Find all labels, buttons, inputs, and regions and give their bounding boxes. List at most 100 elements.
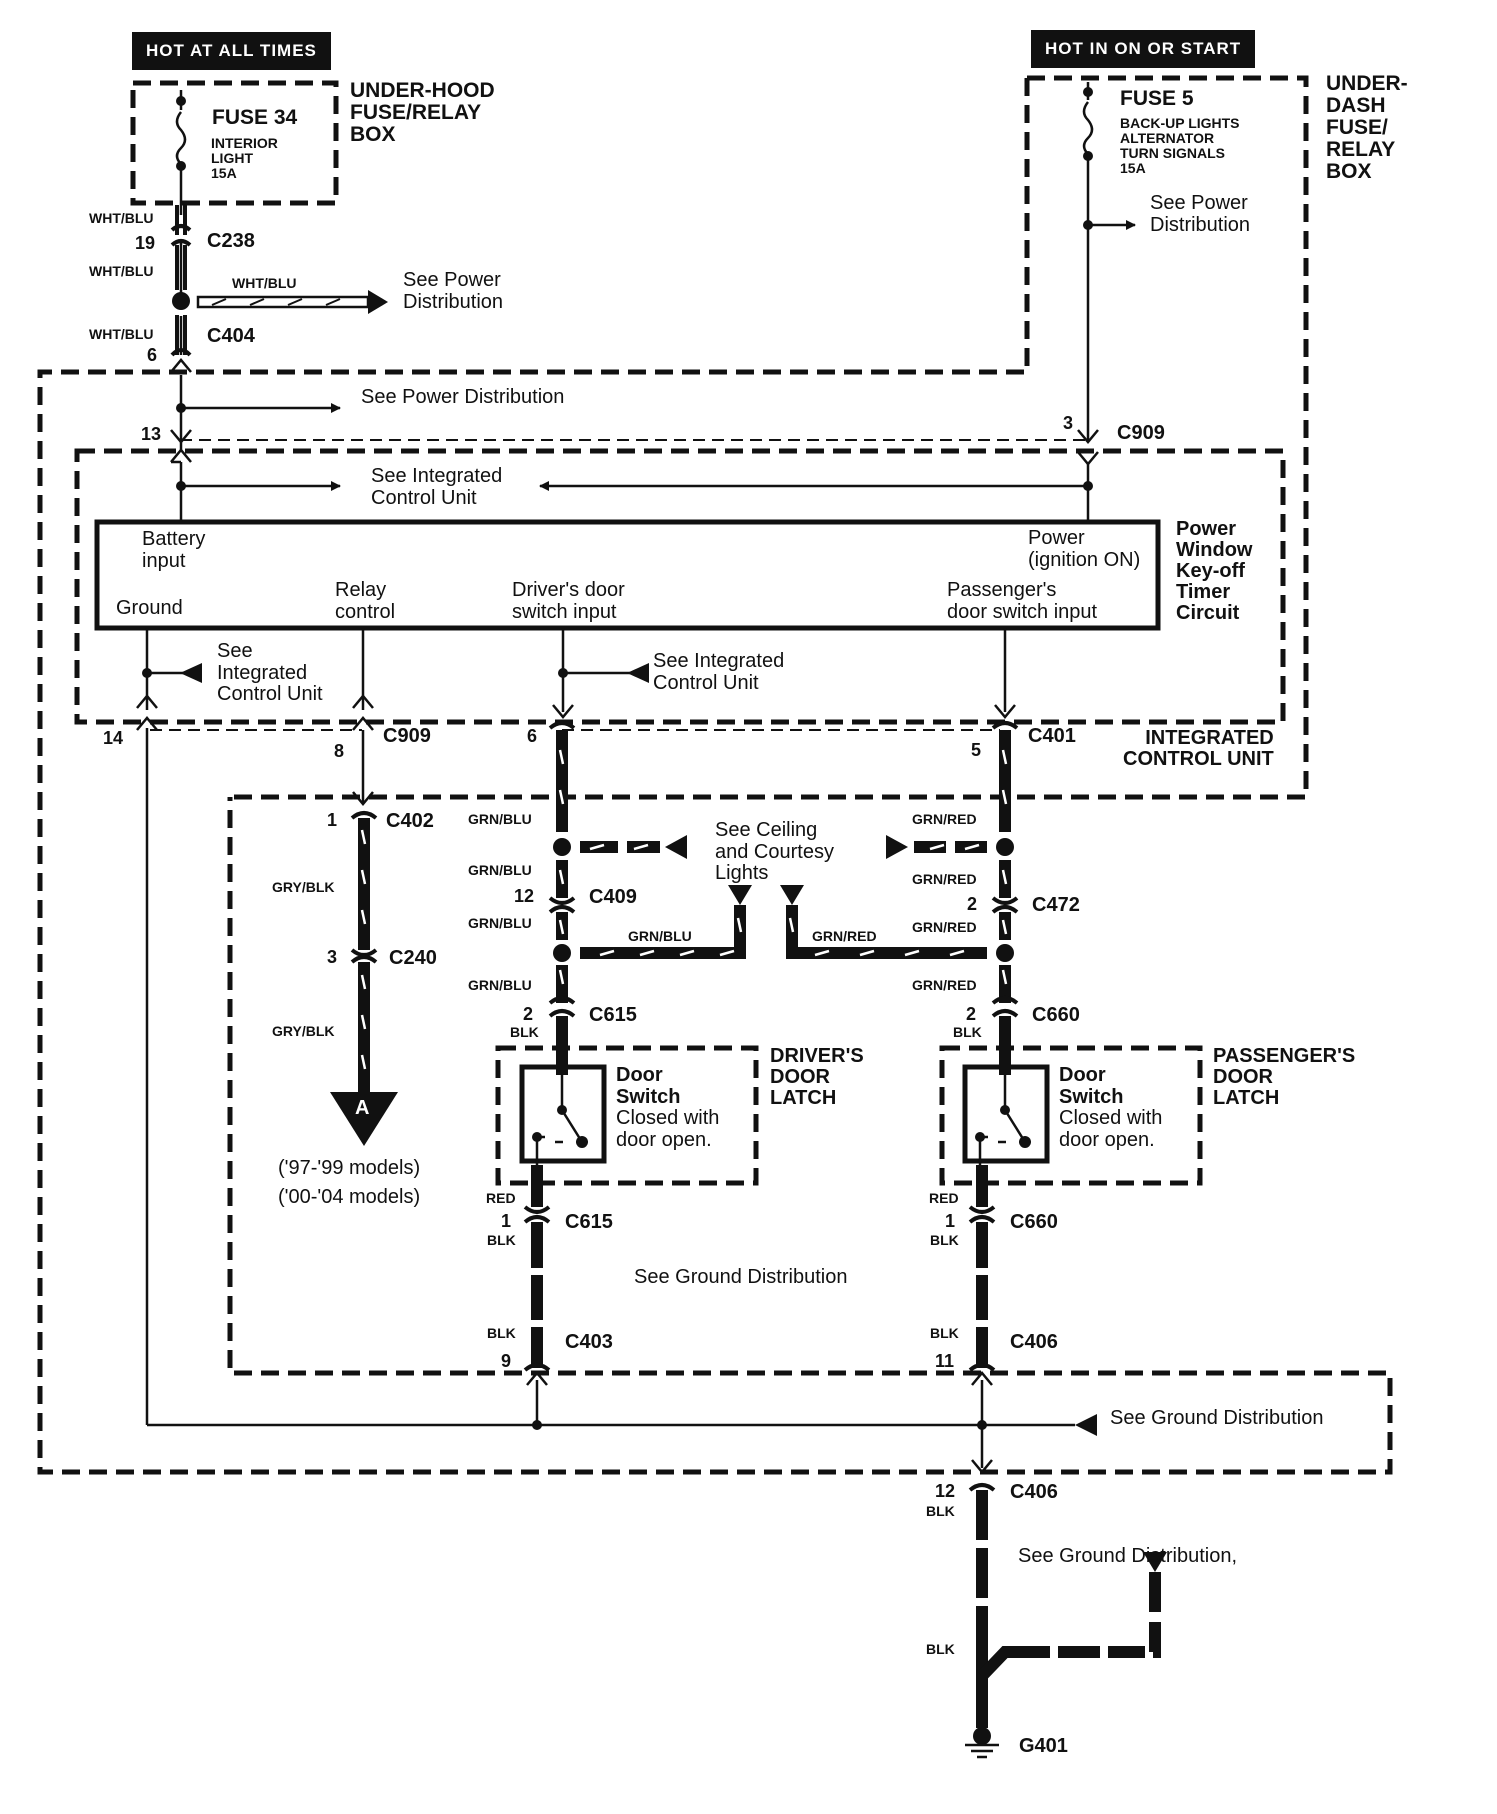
fuse-5-desc: BACK-UP LIGHTS ALTERNATOR TURN SIGNALS 1… — [1120, 115, 1240, 177]
pin-2-c660: 2 — [966, 1004, 977, 1024]
pin-3-c240: 3 — [327, 947, 338, 967]
connector-c615-top: C615 — [589, 1004, 637, 1026]
fuse-5-label: FUSE 5 — [1120, 87, 1194, 110]
wire-label: BLK — [926, 1503, 955, 1519]
connector-a-letter: A — [355, 1097, 370, 1119]
timer-circuit-box — [94, 519, 1161, 631]
passenger-switch-name: Door Switch — [1059, 1064, 1124, 1108]
pin-1-c615: 1 — [501, 1211, 512, 1231]
ground-dist-ref-3[interactable]: See Ground Distribution, — [1018, 1545, 1238, 1567]
wire-label: WHT/BLU — [89, 326, 154, 342]
underdash-box-title: UNDER- DASH FUSE/ RELAY BOX — [1326, 72, 1408, 184]
wire-label: RED — [486, 1190, 516, 1206]
power-dist-ref-1[interactable]: See Power Distribution — [403, 269, 504, 313]
pin-3-c909: 3 — [1063, 413, 1074, 433]
ground-label: Ground — [116, 597, 183, 619]
driver-switch-desc: Closed with door open. — [616, 1107, 720, 1151]
wire-label: WHT/BLU — [89, 263, 154, 279]
passenger-latch-title: PASSENGER'S DOOR LATCH — [1213, 1045, 1356, 1109]
wire-label: GRN/BLU — [468, 977, 532, 993]
pin-6-c404: 6 — [147, 345, 158, 365]
connector-c406-b: C406 — [1010, 1481, 1058, 1503]
wire-label: RED — [929, 1190, 959, 1206]
icu-label: INTEGRATED CONTROL UNIT — [1123, 727, 1274, 770]
driver-switch-name: Door Switch — [616, 1064, 681, 1108]
power-ignition-label: Power (ignition ON) — [1028, 527, 1141, 571]
connector-c401: C401 — [1028, 725, 1076, 747]
pin-9: 9 — [501, 1351, 512, 1371]
connector-c909-top: C909 — [1117, 422, 1165, 444]
fuse-34-label: FUSE 34 — [212, 106, 298, 129]
wire-label: GRN/RED — [912, 919, 977, 935]
pin-14: 14 — [103, 728, 124, 748]
connector-c472: C472 — [1032, 894, 1080, 916]
timer-circuit-title: Power Window Key-off Timer Circuit — [1176, 518, 1253, 624]
battery-input-label: Battery input — [142, 528, 206, 572]
connector-c402: C402 — [386, 810, 434, 832]
pin-12-c406: 12 — [935, 1481, 956, 1501]
ground-dist-ref-1[interactable]: See Ground Distribution — [634, 1266, 848, 1288]
ground-g401-symbol — [965, 1676, 999, 1759]
underhood-box-title: UNDER-HOOD FUSE/RELAY BOX — [350, 79, 495, 147]
connector-c615-bottom: C615 — [565, 1211, 613, 1233]
wire-label: BLK — [926, 1641, 955, 1657]
icu-ref-ground[interactable]: See Integrated Control Unit — [217, 640, 323, 706]
model-note-97-99: ('97-'99 models) — [278, 1157, 421, 1179]
driver-latch-border — [495, 1045, 759, 1186]
connector-c404: C404 — [207, 325, 255, 347]
power-dist-ref-3[interactable]: See Power Distribution — [361, 386, 565, 408]
connector-c909-bottom: C909 — [383, 725, 431, 747]
connector-c240: C240 — [389, 947, 437, 969]
wire-label: BLK — [930, 1232, 959, 1248]
icu-ref-driver[interactable]: See Integrated Control Unit — [653, 650, 785, 694]
pin-8: 8 — [334, 741, 345, 761]
wire-label: BLK — [930, 1325, 959, 1341]
passenger-latch-border — [939, 1045, 1203, 1186]
wire-label: GRN/RED — [912, 871, 977, 887]
driver-latch-title: DRIVER'S DOOR LATCH — [770, 1045, 864, 1109]
model-note-00-04: ('00-'04 models) — [278, 1186, 421, 1208]
hot-at-all-times-banner: HOT AT ALL TIMES — [132, 32, 331, 70]
wire-label: GRN/BLU — [468, 811, 532, 827]
connector-c660-bottom: C660 — [1010, 1211, 1058, 1233]
passenger-door-switch-symbol — [962, 1064, 1050, 1165]
wire-label: GRN/RED — [912, 811, 977, 827]
pin-6-c401: 6 — [527, 726, 538, 746]
pin-2-c472: 2 — [967, 894, 978, 914]
wire-label: BLK — [487, 1232, 516, 1248]
wire-label: BLK — [487, 1325, 516, 1341]
underdash-box-border — [230, 75, 1309, 800]
ceiling-lights-ref[interactable]: See Ceiling and Courtesy Lights — [715, 819, 834, 885]
outer-harness-border — [37, 78, 1393, 1475]
wire-label: BLK — [510, 1024, 539, 1040]
power-dist-ref-2[interactable]: See Power Distribution — [1150, 192, 1251, 236]
connector-c238: C238 — [207, 230, 255, 252]
wire-label: GRN/BLU — [468, 862, 532, 878]
pin-5: 5 — [971, 740, 982, 760]
wire-label: GRN/BLU — [468, 915, 532, 931]
driver-input-label: Driver's door switch input — [512, 579, 625, 623]
connector-c403: C403 — [565, 1331, 613, 1353]
relay-control-label: Relay control — [335, 579, 396, 623]
ground-dist-ref-2[interactable]: See Ground Distribution — [1110, 1407, 1324, 1429]
wire-label: GRY/BLK — [272, 1023, 335, 1039]
connector-c660-top: C660 — [1032, 1004, 1080, 1026]
icu-ref-top[interactable]: See Integrated Control Unit — [371, 465, 503, 509]
pin-1-c402: 1 — [327, 810, 338, 830]
wire-label: GRN/BLU — [628, 928, 692, 944]
wire-label: BLK — [953, 1024, 982, 1040]
connector-c406-a: C406 — [1010, 1331, 1058, 1353]
pin-1-c660: 1 — [945, 1211, 956, 1231]
wire-label: GRN/RED — [812, 928, 877, 944]
pin-13: 13 — [141, 424, 162, 444]
wire-label: WHT/BLU — [89, 210, 154, 226]
wire-label: GRY/BLK — [272, 879, 335, 895]
passenger-input-label: Passenger's door switch input — [947, 579, 1098, 623]
pin-12-c409: 12 — [514, 886, 535, 906]
pin-19: 19 — [135, 233, 156, 253]
pin-11: 11 — [935, 1351, 955, 1371]
connector-c409: C409 — [589, 886, 637, 908]
driver-door-switch-symbol — [519, 1064, 607, 1165]
ground-g401: G401 — [1019, 1735, 1068, 1757]
hot-in-on-or-start-banner: HOT IN ON OR START — [1031, 30, 1256, 68]
